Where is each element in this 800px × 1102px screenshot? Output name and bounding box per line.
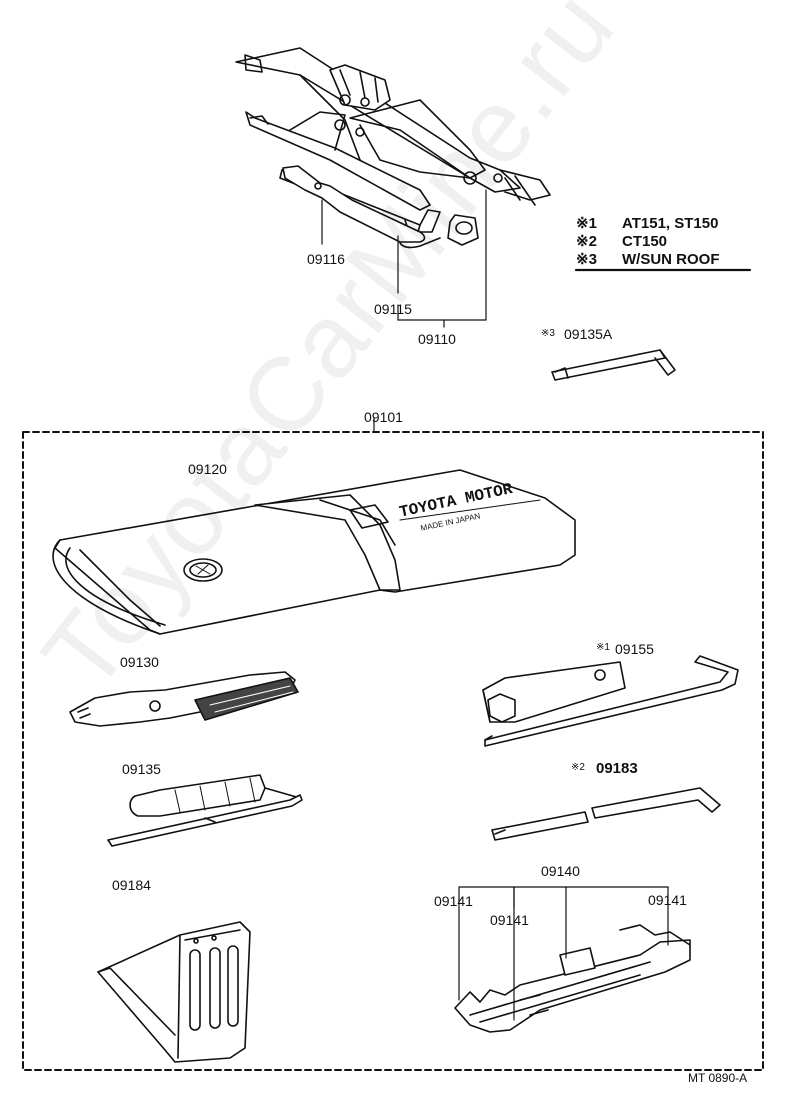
label-09184: 09184 — [112, 877, 151, 893]
label-09101: 09101 — [364, 409, 403, 425]
legend-row-2: ※2 CT150 — [576, 234, 667, 249]
legend-row-1: ※1 AT151, ST150 — [576, 216, 718, 231]
note-mark-3: ※3 — [541, 328, 555, 339]
label-09115: 09115 — [374, 301, 412, 317]
jack-wrench-09116 — [282, 165, 479, 246]
label-09135: 09135 — [122, 761, 161, 777]
scissor-jack — [235, 47, 551, 211]
note-mark-2: ※2 — [571, 762, 585, 773]
label-09135A: 09135A — [564, 326, 613, 342]
label-09110: 09110 — [418, 331, 456, 347]
wrench-set-leaders — [458, 886, 669, 1021]
handle-09183 — [491, 787, 721, 841]
label-09155: 09155 — [615, 641, 654, 657]
plug-wrench-09155 — [482, 655, 739, 747]
label-09141-right: 09141 — [648, 892, 687, 908]
label-09116: 09116 — [307, 251, 345, 267]
label-09141-left: 09141 — [434, 893, 473, 909]
label-09130: 09130 — [120, 654, 159, 670]
sunroof-tool-09135A — [551, 349, 676, 381]
legend-text-1: AT151, ST150 — [622, 215, 719, 232]
legend-mark-1: ※1 — [576, 215, 597, 232]
note-mark-1: ※1 — [596, 642, 610, 653]
wrench-set-09140 — [454, 924, 691, 1033]
legend-mark-2: ※2 — [576, 233, 597, 250]
drawing-code: MT 0890-A — [688, 1071, 748, 1085]
pliers-09130 — [69, 671, 299, 727]
label-09183: 09183 — [596, 760, 638, 777]
legend-mark-3: ※3 — [576, 251, 597, 268]
label-09141-middle: 09141 — [490, 912, 529, 928]
label-09120: 09120 — [188, 461, 227, 477]
leader-lines — [321, 189, 487, 328]
kit-boundary — [22, 431, 764, 1071]
tool-bag-09120 — [52, 469, 576, 635]
legend-text-2: CT150 — [622, 233, 668, 250]
label-09140: 09140 — [541, 863, 580, 879]
legend-text-3: W/SUN ROOF — [622, 251, 720, 268]
jack-support-09184 — [97, 921, 251, 1063]
screwdriver-09135 — [107, 774, 303, 847]
legend-row-3: ※3 W/SUN ROOF — [576, 252, 720, 267]
